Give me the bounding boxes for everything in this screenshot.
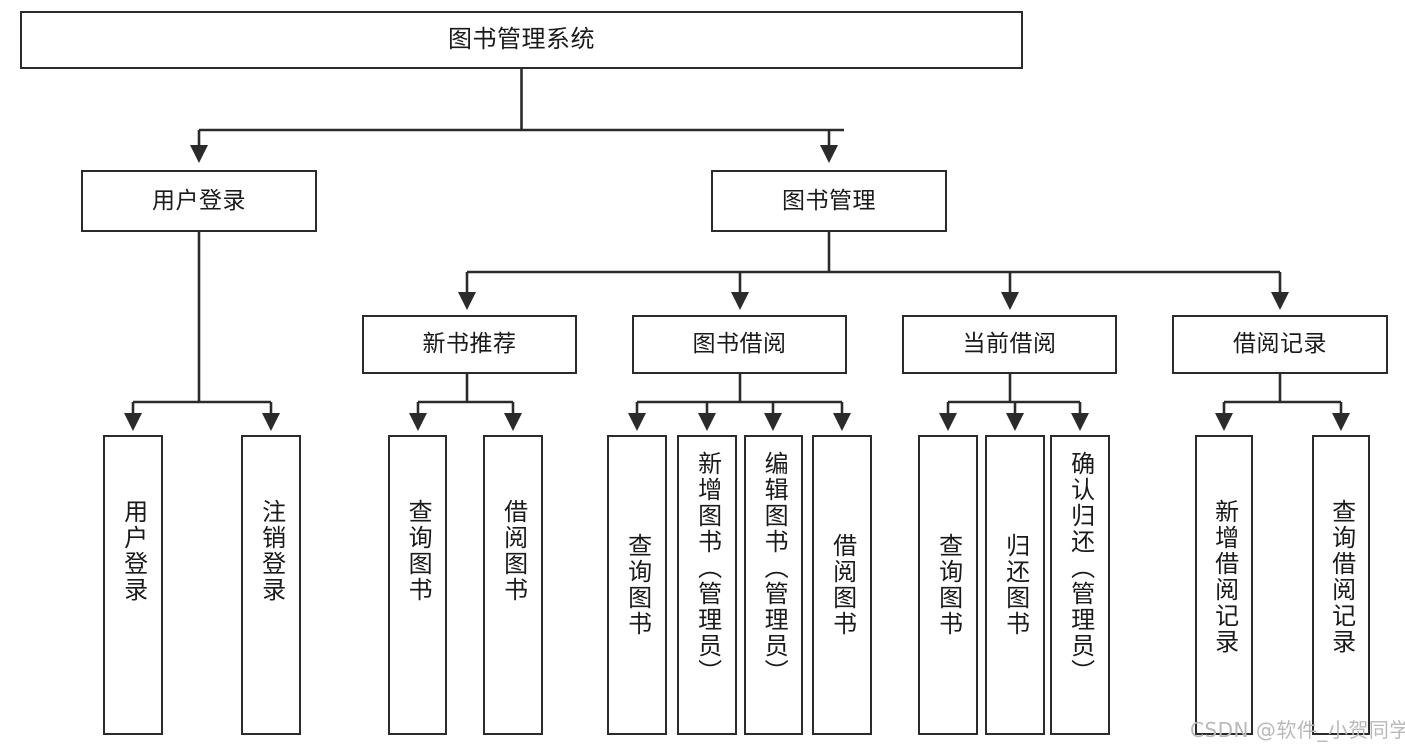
node-label: 图书管理 xyxy=(782,187,876,214)
node-label: 新增图书（管理员） xyxy=(693,451,722,685)
node-label: 归还图书 xyxy=(1001,533,1030,637)
node-label: 注销登录 xyxy=(257,499,286,603)
node-label: 图书管理系统 xyxy=(448,25,595,54)
leaf-return-book[interactable]: 归还图书 xyxy=(985,435,1045,735)
node-label: 新书推荐 xyxy=(422,331,517,358)
leaf-confirm-return-admin[interactable]: 确认归还（管理员） xyxy=(1050,435,1110,735)
node-label: 借阅图书 xyxy=(499,499,528,603)
leaf-edit-book-admin[interactable]: 编辑图书（管理员） xyxy=(744,435,803,735)
node-label: 查询借阅记录 xyxy=(1327,499,1356,655)
node-label: 查询图书 xyxy=(934,533,963,637)
node-book-borrow[interactable]: 图书借阅 xyxy=(632,315,847,374)
leaf-add-book-admin[interactable]: 新增图书（管理员） xyxy=(677,435,737,735)
leaf-add-borrow-record[interactable]: 新增借阅记录 xyxy=(1195,435,1253,735)
leaf-query-book-current[interactable]: 查询图书 xyxy=(918,435,978,735)
node-label: 当前借阅 xyxy=(962,331,1057,358)
node-new-book-recommend[interactable]: 新书推荐 xyxy=(362,315,577,374)
leaf-query-book-recommend[interactable]: 查询图书 xyxy=(388,435,447,735)
node-borrow-record[interactable]: 借阅记录 xyxy=(1172,315,1388,374)
node-label: 编辑图书（管理员） xyxy=(760,451,789,685)
node-label: 查询图书 xyxy=(404,499,433,603)
leaf-user-login[interactable]: 用户登录 xyxy=(103,435,163,735)
node-label: 用户登录 xyxy=(152,187,246,214)
leaf-query-borrow-record[interactable]: 查询借阅记录 xyxy=(1312,435,1370,735)
node-book-management[interactable]: 图书管理 xyxy=(711,170,947,232)
node-root-system[interactable]: 图书管理系统 xyxy=(20,11,1023,69)
node-label: 查询图书 xyxy=(623,533,652,637)
node-label: 借阅图书 xyxy=(828,533,857,637)
node-label: 确认归还（管理员） xyxy=(1066,451,1095,685)
node-label: 新增借阅记录 xyxy=(1210,499,1239,655)
node-user-login[interactable]: 用户登录 xyxy=(81,170,317,232)
node-current-borrow[interactable]: 当前借阅 xyxy=(902,315,1117,374)
node-label: 图书借阅 xyxy=(692,331,787,358)
leaf-borrow-book-recommend[interactable]: 借阅图书 xyxy=(483,435,543,735)
node-label: 借阅记录 xyxy=(1233,331,1327,358)
leaf-query-book-borrow[interactable]: 查询图书 xyxy=(607,435,667,735)
leaf-user-logout[interactable]: 注销登录 xyxy=(241,435,301,735)
leaf-borrow-book[interactable]: 借阅图书 xyxy=(812,435,872,735)
node-label: 用户登录 xyxy=(119,499,148,603)
